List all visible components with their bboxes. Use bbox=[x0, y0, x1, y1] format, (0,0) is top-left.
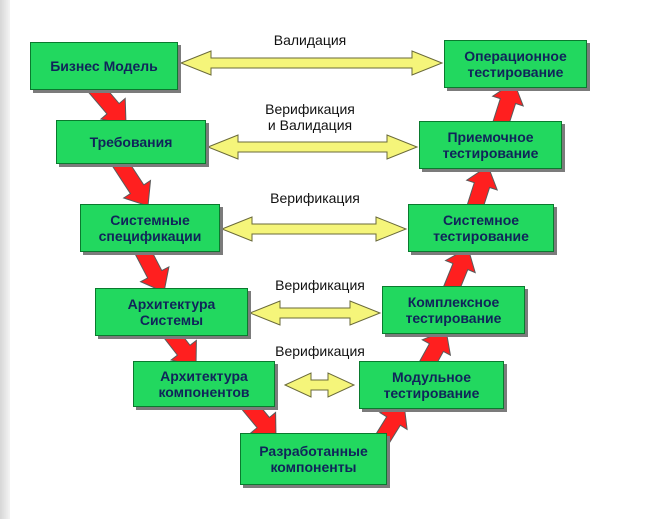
stage-system-testing: Системное тестирование bbox=[408, 204, 554, 252]
window-frame-edge bbox=[0, 0, 10, 519]
stage-business-model: Бизнес Модель bbox=[30, 42, 178, 90]
red-arrow-up-5 bbox=[491, 81, 525, 130]
link-label-validation: Валидация bbox=[273, 32, 347, 48]
stage-requirements: Требования bbox=[56, 120, 206, 164]
link-label-verification-and-validation: Верификация и Валидация bbox=[265, 101, 355, 133]
yellow-arrow-verification-validation bbox=[206, 134, 419, 160]
stage-system-architecture: Архитектура Системы bbox=[95, 288, 248, 336]
stage-system-specifications: Системные спецификации bbox=[80, 204, 220, 252]
link-label-verification-2: Верификация bbox=[275, 277, 365, 293]
stage-acceptance-testing: Приемочное тестирование bbox=[419, 121, 562, 169]
stage-component-architecture: Архитектура компонентов bbox=[133, 361, 275, 407]
yellow-arrow-verification-2 bbox=[248, 300, 382, 326]
yellow-arrow-verification-1 bbox=[220, 216, 408, 242]
yellow-arrow-validation bbox=[179, 50, 444, 76]
red-arrow-up-4 bbox=[465, 165, 499, 214]
link-label-verification-1: Верификация bbox=[270, 190, 360, 206]
stage-integration-testing: Комплексное тестирование bbox=[382, 286, 525, 334]
stage-unit-testing: Модульное тестирование bbox=[359, 361, 504, 409]
stage-developed-components: Разработанные компоненты bbox=[240, 433, 387, 485]
yellow-arrow-verification-3 bbox=[283, 372, 356, 398]
red-arrow-up-3 bbox=[441, 247, 476, 296]
stage-operational-testing: Операционное тестирование bbox=[444, 40, 587, 88]
link-label-verification-3: Верификация bbox=[275, 343, 365, 359]
